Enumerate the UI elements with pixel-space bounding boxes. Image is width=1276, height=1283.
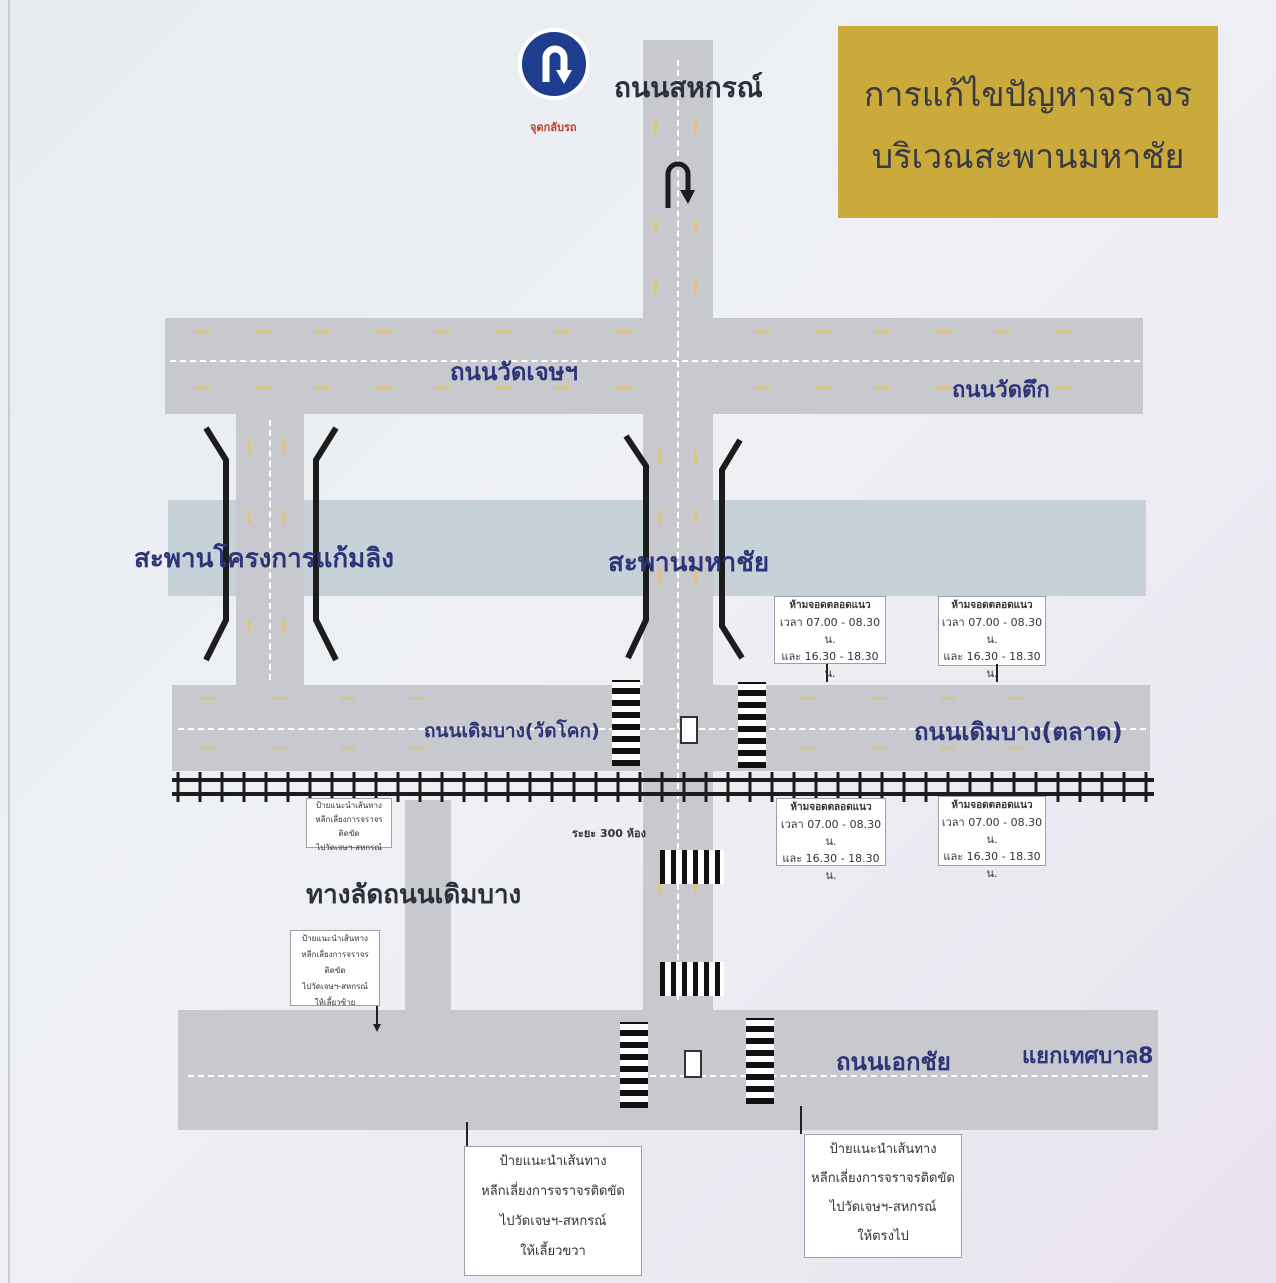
lane-divider	[188, 1075, 1148, 1077]
road-label-wat-chet: ถนนวัดเจษฯ	[450, 358, 578, 386]
no-parking-sign: ห้ามจอดตลอดแนวเวลา 07.00 - 08.30 น.และ 1…	[938, 796, 1046, 880]
sign-pointer	[826, 664, 828, 682]
arrow-up-icon	[466, 1122, 468, 1146]
lane-divider	[170, 360, 1140, 362]
title-line-2: บริเวณสะพานมหาชัย	[871, 137, 1185, 177]
arrow-down-icon	[372, 1006, 382, 1036]
road-wat-chet-tuek	[165, 318, 1143, 414]
crosswalk	[660, 850, 724, 884]
crosswalk	[660, 962, 724, 996]
railway-track	[172, 772, 1154, 802]
distance-label: ระยะ 300 ห้อง	[572, 827, 647, 840]
projection-edge	[8, 0, 10, 1283]
bridge-label-kaem-ling: สะพานโครงการแก้มลิง	[134, 544, 394, 574]
route-guide-sign: ป้ายแนะนำเส้นทางหลีกเลี่ยงการจราจรติดขัด…	[290, 930, 380, 1007]
crosswalk	[612, 680, 640, 766]
lane-divider	[269, 420, 271, 680]
junction-label: แยกเทศบาล8	[1022, 1044, 1154, 1069]
route-guide-sign: ป้ายแนะนำเส้นทางหลีกเลี่ยงการจราจรติดขัด…	[306, 798, 392, 852]
road-label-sahakorn: ถนนสหกรณ์	[614, 71, 763, 104]
road-label-shortcut: ทางลัดถนนเดิมบาง	[306, 880, 522, 910]
no-parking-sign: ห้ามจอดตลอดแนวเวลา 07.00 - 08.30 น.และ 1…	[774, 596, 886, 680]
route-guide-sign: ป้ายแนะนำเส้นทางหลีกเลี่ยงการจราจรติดขัด…	[804, 1134, 962, 1258]
road-ekkachai	[178, 1010, 1158, 1130]
u-turn-caption: จุดกลับรถ	[530, 121, 577, 134]
road-shortcut	[405, 800, 451, 1040]
sign-pointer	[996, 664, 998, 682]
no-parking-sign: ห้ามจอดตลอดแนวเวลา 07.00 - 08.30 น.และ 1…	[938, 596, 1046, 680]
bridge-label-mahachai: สะพานมหาชัย	[608, 548, 770, 578]
road-label-doem-bang-wat: ถนนเดิมบาง(วัดโคก)	[424, 720, 600, 742]
bridge-railing-mahachai	[623, 434, 745, 660]
u-turn-arrow-icon	[662, 160, 696, 214]
route-guide-sign: ป้ายแนะนำเส้นทางหลีกเลี่ยงการจราจรติดขัด…	[464, 1146, 642, 1276]
traffic-island	[684, 1050, 702, 1078]
crosswalk	[620, 1022, 648, 1108]
bridge-railing-kaem-ling	[203, 426, 339, 662]
lane-divider	[677, 60, 679, 1000]
lane-divider	[178, 728, 1146, 730]
road-label-wat-tuek: ถนนวัดตึก	[952, 378, 1050, 403]
arrow-up-icon	[800, 1106, 802, 1134]
no-parking-sign: ห้ามจอดตลอดแนวเวลา 07.00 - 08.30 น.และ 1…	[776, 798, 886, 882]
traffic-island	[680, 716, 698, 744]
road-label-ekkachai: ถนนเอกชัย	[836, 1048, 951, 1076]
title-line-1: การแก้ไขปัญหาจราจร	[863, 75, 1193, 115]
road-label-doem-bang-market: ถนนเดิมบาง(ตลาด)	[914, 718, 1123, 746]
crosswalk	[738, 682, 766, 768]
u-turn-icon	[518, 28, 590, 100]
title-box: การแก้ไขปัญหาจราจร บริเวณสะพานมหาชัย	[838, 26, 1218, 218]
crosswalk	[746, 1018, 774, 1104]
